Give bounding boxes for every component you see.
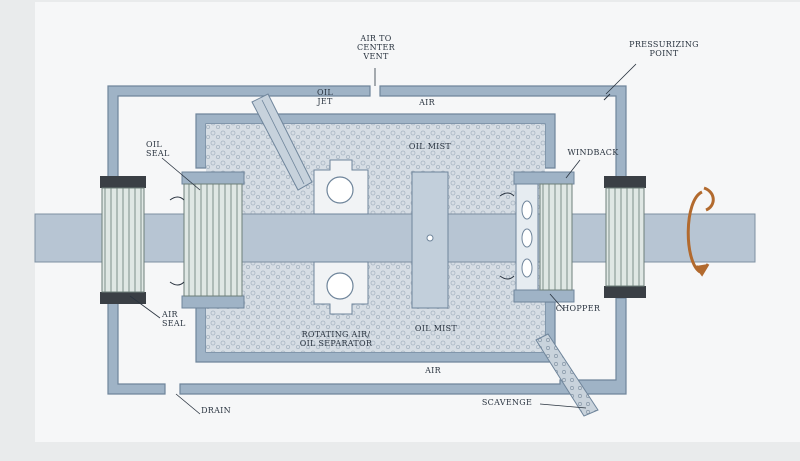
oil-jet (251, 93, 313, 191)
air-seal-right (604, 176, 646, 298)
label-chopper: CHOPPER (555, 304, 601, 313)
scavenge-pipe (535, 333, 599, 417)
label-windback: WINDBACK (567, 148, 619, 157)
rotation-arrow-icon (686, 186, 715, 277)
label-air-top: AIR (419, 98, 435, 107)
label-air-seal: AIR SEAL (162, 310, 186, 328)
bearing-lower (313, 261, 369, 315)
label-oil-seal: OIL SEAL (146, 140, 170, 158)
label-drain: DRAIN (201, 406, 231, 415)
label-air-to-center-vent: AIR TO CENTER VENT (357, 34, 395, 61)
airflow-arrows (169, 93, 611, 286)
windback-chopper (513, 171, 575, 303)
label-air-bottom: AIR (425, 366, 441, 375)
label-scavenge: SCAVENGE (481, 398, 533, 407)
bearing-upper (313, 159, 369, 215)
oil-seal (181, 171, 245, 309)
oil-mist-lower (206, 262, 545, 352)
label-oil-mist-bottom: OIL MIST (414, 324, 458, 333)
rotating-separator (411, 171, 449, 309)
label-oil-jet: OIL JET (317, 88, 333, 106)
leader-lines (129, 63, 637, 415)
oil-mist-upper (206, 124, 545, 214)
label-rotating-separator: ROTATING AIR/ OIL SEPARATOR (299, 330, 373, 348)
label-oil-mist-top: OIL MIST (408, 142, 452, 151)
air-seal-left (100, 176, 146, 304)
label-pressurizing-point: PRESSURIZING POINT (629, 40, 699, 58)
